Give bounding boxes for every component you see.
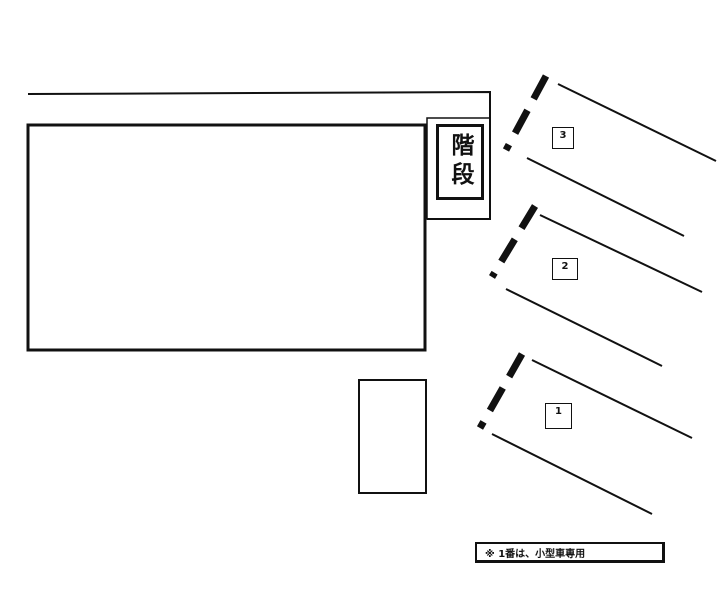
parking-number-3: 3 <box>552 127 574 149</box>
note-box: ※ 1番は、小型車専用 <box>475 542 665 563</box>
parking-1-upper-line <box>531 359 693 439</box>
small-structure <box>358 379 427 494</box>
stairs-enclosure <box>426 117 491 220</box>
parking-number-2-text: 2 <box>561 261 569 272</box>
parking-number-1: 1 <box>545 403 572 429</box>
note-text: ※ 1番は、小型車専用 <box>485 548 586 560</box>
parking-number-2: 2 <box>552 258 578 280</box>
stairs-label: 階段 <box>436 124 484 200</box>
parking-2-upper-line <box>539 214 703 293</box>
parking-number-3-text: 3 <box>559 130 567 141</box>
parking-3-lower-line <box>526 157 685 237</box>
stairs-text: 階段 <box>447 133 473 191</box>
parking-1-lower-line <box>491 433 653 515</box>
parking-1-entry-mark <box>476 352 526 430</box>
parking-number-1-text: 1 <box>555 406 562 417</box>
main-building <box>26 123 427 352</box>
parking-3-entry-mark <box>502 74 550 152</box>
parking-3-upper-line <box>557 83 717 162</box>
parking-2-entry-mark <box>489 204 538 279</box>
parking-2-lower-line <box>505 288 663 367</box>
